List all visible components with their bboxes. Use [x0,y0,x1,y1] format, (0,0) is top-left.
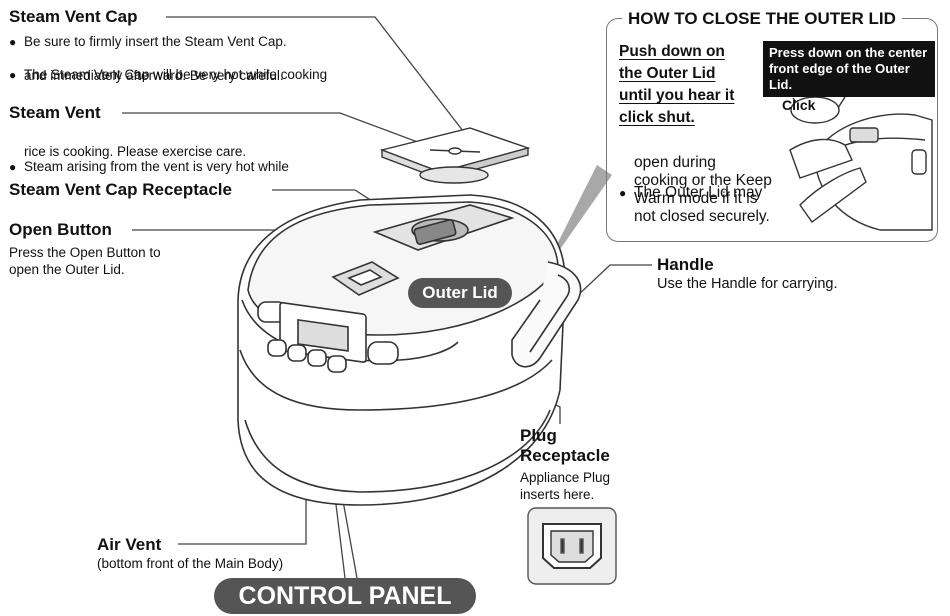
outer-lid-label: Outer Lid [408,278,512,308]
steam-vent-title: Steam Vent [9,103,101,122]
open-button-desc-1: Press the Open Button to [9,245,161,260]
plug-desc-2: inserts here. [520,487,595,502]
plug-title-2: Receptacle [520,446,610,465]
open-button-title: Open Button [9,220,112,239]
air-vent-title: Air Vent [97,535,162,554]
push-instruction-1: Push down on [619,43,725,60]
handle-desc: Use the Handle for carrying. [657,276,838,292]
open-button-desc-2: open the Outer Lid. [9,262,125,277]
plug-receptacle-inset [527,507,617,585]
steam-vent-cap-bullet-1: Be sure to firmly insert the Steam Vent … [9,34,950,50]
how-to-close-title: HOW TO CLOSE THE OUTER LID [622,9,902,29]
plug-desc-1: Appliance Plug [520,470,611,485]
handle-title: Handle [657,255,714,274]
leader-air-vent [178,485,307,545]
lid-note-5: not closed securely. [634,208,770,225]
push-instruction-3: until you hear it [619,87,735,104]
press-label: Press down on the center front edge of t… [763,41,935,97]
push-instruction-4: click shut. [619,109,695,126]
steam-vent-bullet-1-cont: rice is cooking. Please exercise care. [24,144,247,159]
air-vent-desc: (bottom front of the Main Body) [97,556,284,571]
push-instruction-2: the Outer Lid [619,65,716,82]
leader-steam-vent-cap [166,16,471,141]
press-label-line-2: front edge of the Outer Lid. [769,61,910,92]
rice-cooker-body [237,194,582,506]
lid-note-4: Warm mode if it is [634,190,758,207]
lid-note-1: The Outer Lid may [619,184,950,202]
lid-note-2: open during [634,154,716,171]
plug-title-1: Plug [520,426,557,445]
lid-note-3: cooking or the Keep [634,172,772,189]
steam-vent-cap-bullet-2: The Steam Vent Cap will be very hot whil… [9,67,950,83]
press-label-line-1: Press down on the center [769,45,928,60]
steam-vent-bullet-1: Steam arising from the vent is very hot … [9,159,950,175]
steam-vent-cap-title: Steam Vent Cap [9,7,138,26]
leader-handle [574,264,652,299]
receptacle-title: Steam Vent Cap Receptacle [9,180,232,199]
control-panel-label: CONTROL PANEL [214,578,476,614]
steam-vent-cap-bullet-2-cont: and immediately afterward. Be very caref… [24,68,284,83]
click-label: Click [782,97,816,113]
